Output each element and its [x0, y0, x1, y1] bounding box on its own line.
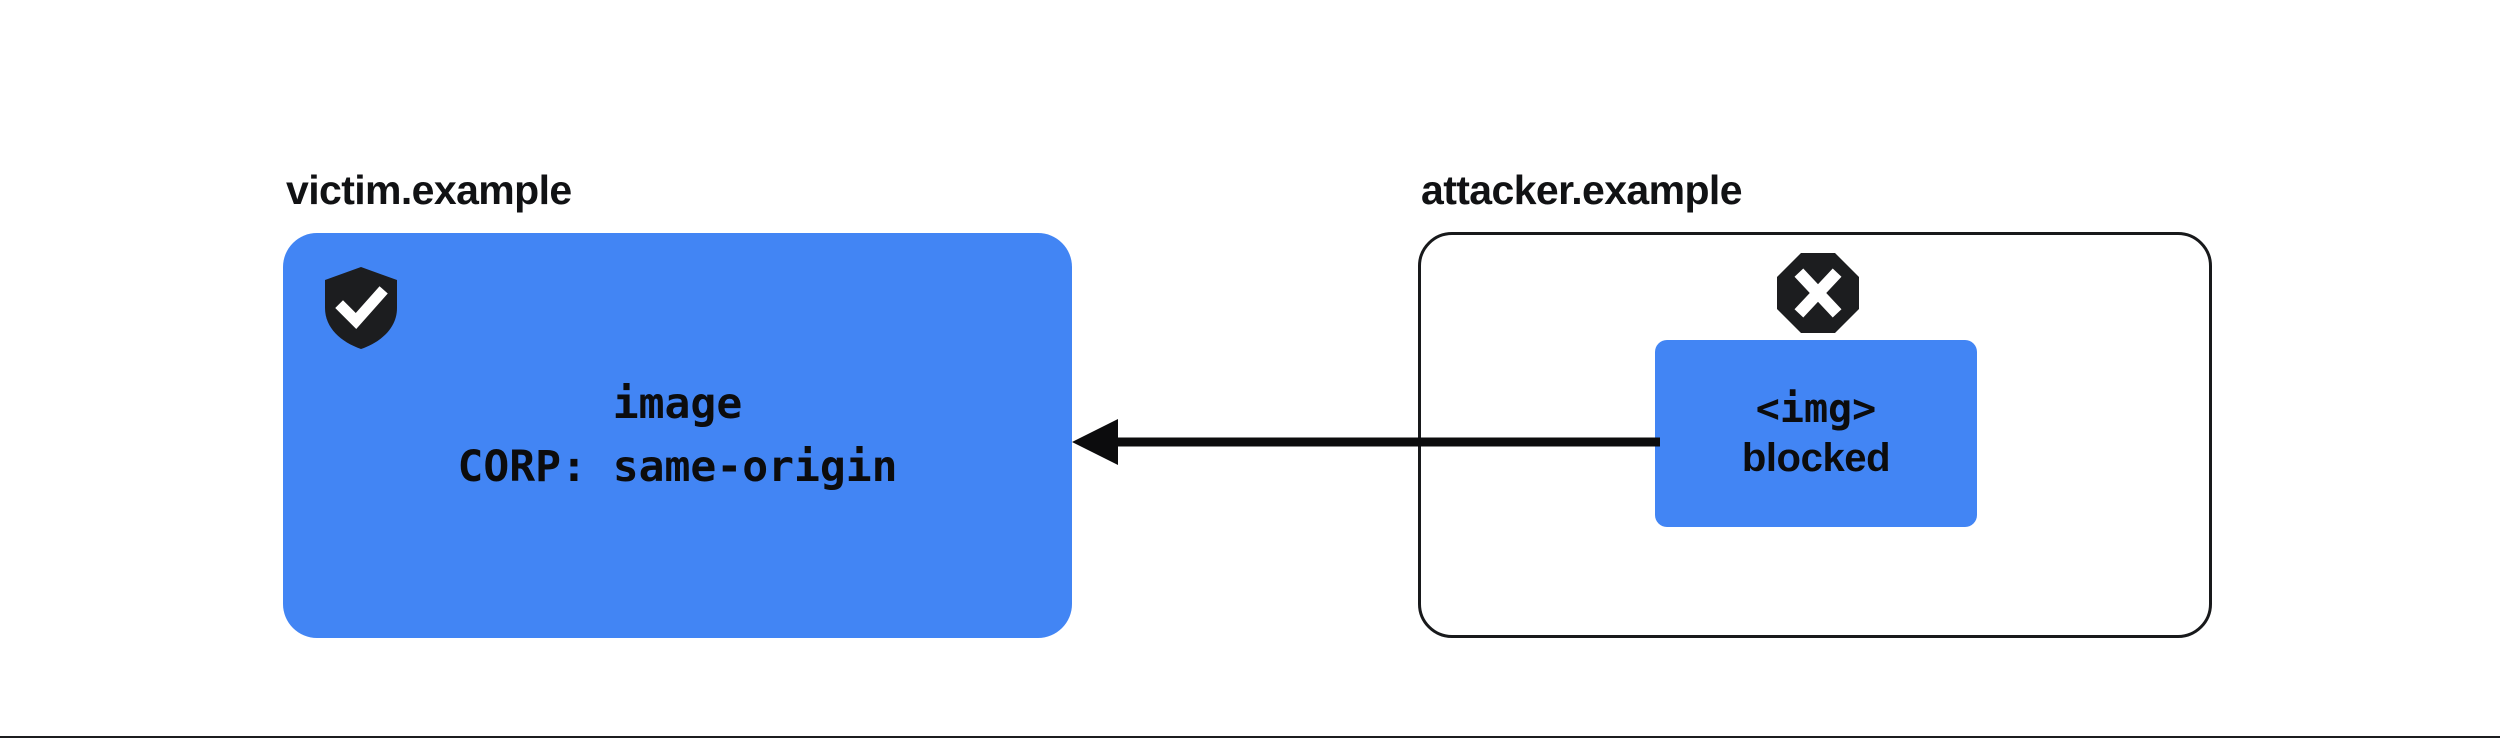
victim-resource-text: image CORP: same-origin	[283, 233, 1072, 638]
octagon-x-icon	[1776, 252, 1860, 334]
victim-origin-label: victim.example	[286, 167, 572, 213]
victim-resource-box: image CORP: same-origin	[283, 233, 1072, 638]
attacker-origin-label: attacker.example	[1421, 167, 1743, 213]
victim-resource-name: image	[612, 379, 743, 430]
victim-corp-header: CORP: same-origin	[457, 441, 898, 492]
blocked-request-arrow-icon	[1060, 412, 1660, 472]
attacker-img-tag: <img>	[1755, 385, 1877, 432]
bottom-divider	[0, 736, 2500, 738]
attacker-origin-box: <img> blocked	[1418, 232, 2212, 638]
attacker-img-element-box: <img> blocked	[1655, 340, 1977, 527]
attacker-img-status: blocked	[1741, 435, 1891, 480]
shield-check-icon	[323, 266, 399, 350]
